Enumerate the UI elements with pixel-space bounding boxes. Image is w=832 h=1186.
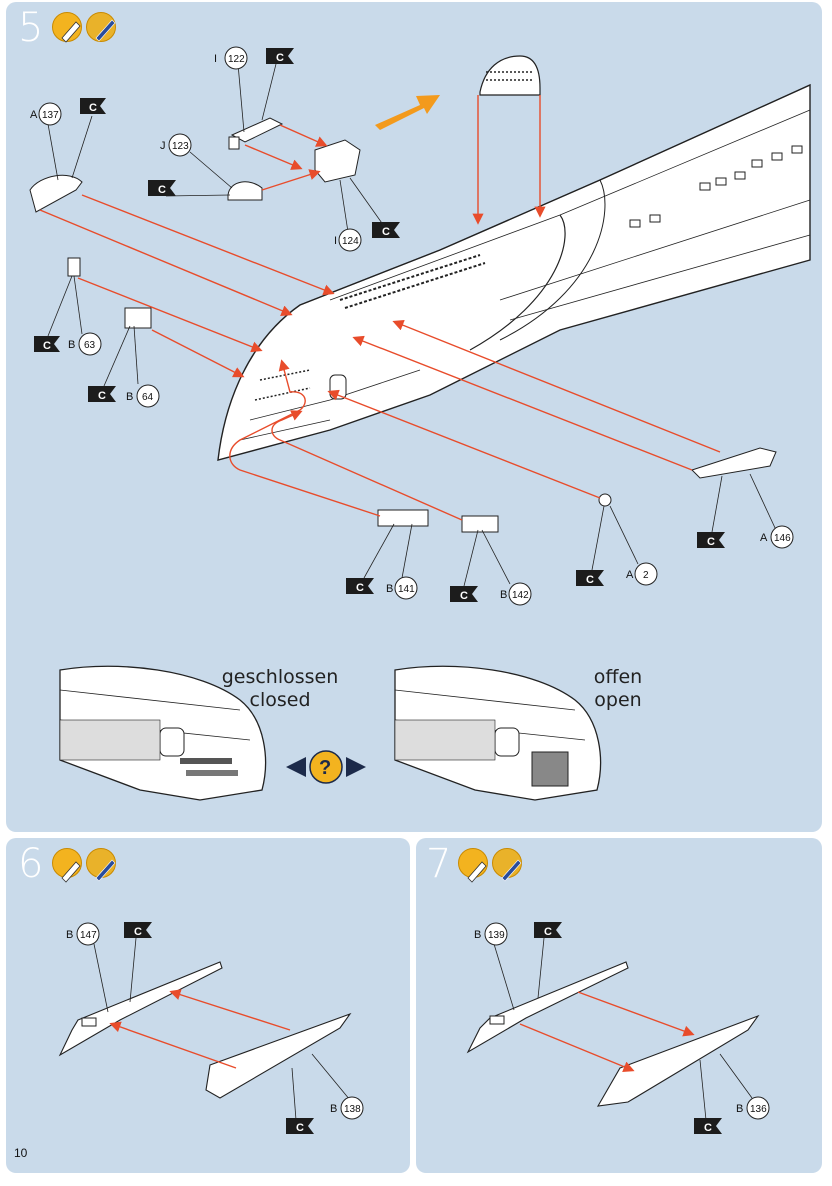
canopy-top-part — [479, 55, 541, 96]
svg-text:C: C — [89, 102, 97, 114]
part-label-a-2: A 2 — [626, 562, 658, 586]
part-sprue: B — [126, 391, 133, 403]
svg-text:C: C — [98, 390, 106, 402]
part-label-b-139: B 139 — [474, 922, 508, 946]
part-sprue: A — [30, 109, 38, 121]
part-number: 2 — [643, 570, 649, 581]
svg-text:C: C — [158, 184, 166, 196]
direction-arrow — [375, 95, 440, 130]
step-6-number: 6 — [18, 841, 44, 887]
part-label-b-63: B 63 — [68, 332, 102, 356]
part-sprue: B — [68, 339, 75, 351]
svg-text:C: C — [707, 536, 715, 548]
part-number: 141 — [398, 584, 415, 595]
part-number: 136 — [750, 1104, 767, 1115]
part-number: 63 — [84, 340, 96, 351]
part-label-j-123: J 123 — [160, 133, 192, 157]
part-number: 138 — [344, 1104, 361, 1115]
open-caption: offen open — [568, 666, 668, 712]
part-number: 137 — [42, 110, 59, 121]
part-number: 146 — [774, 533, 791, 544]
closed-label-de: geschlossen — [221, 666, 339, 688]
closed-label-en: closed — [249, 689, 311, 711]
part-sprue: B — [474, 929, 481, 941]
part-label-a-146: A 146 — [760, 525, 794, 549]
part-label-b-138: B 138 — [330, 1096, 364, 1120]
part-sprue: A — [760, 532, 768, 544]
part-sprue: J — [160, 140, 166, 152]
part-sprue: B — [736, 1103, 743, 1115]
step-5-number: 5 — [18, 5, 44, 51]
part-number: 142 — [512, 590, 529, 601]
choice-toggle: ? — [286, 750, 366, 784]
step-7-number: 7 — [426, 841, 452, 887]
part-sprue: B — [330, 1103, 337, 1115]
wing-part-139 — [466, 961, 629, 1054]
part-label-b-147: B 147 — [66, 922, 100, 946]
svg-text:C: C — [296, 1122, 304, 1134]
step-6-panel — [6, 838, 410, 1173]
open-label-de: offen — [593, 666, 643, 688]
part-number: 122 — [228, 54, 245, 65]
svg-text:C: C — [586, 574, 594, 586]
part-label-b-136: B 136 — [736, 1096, 770, 1120]
part-sprue: B — [500, 589, 507, 601]
part-label-i-122: I 122 — [214, 46, 248, 70]
part-label-b-142: B 142 — [500, 582, 532, 606]
svg-text:C: C — [704, 1122, 712, 1134]
page-number: 10 — [14, 1146, 28, 1160]
fuselage — [217, 83, 811, 461]
wing-part-138 — [205, 1012, 352, 1099]
closed-hatch-illustration — [59, 665, 267, 801]
open-hatch-illustration — [394, 665, 602, 801]
svg-text:C: C — [276, 52, 284, 64]
closed-caption: geschlossen closed — [210, 666, 350, 712]
part-number: 147 — [80, 930, 97, 941]
part-sprue: A — [626, 569, 634, 581]
part-sprue: B — [386, 583, 393, 595]
part-label-a-137: A 137 — [30, 102, 62, 126]
part-number: 64 — [142, 392, 154, 403]
part-sprue: B — [66, 929, 73, 941]
svg-text:C: C — [460, 590, 468, 602]
wing-part-136 — [596, 1014, 760, 1107]
svg-text:C: C — [43, 340, 51, 352]
svg-text:C: C — [382, 226, 390, 238]
part-sprue: I — [334, 235, 337, 247]
part-label-b-64: B 64 — [126, 384, 160, 408]
svg-text:C: C — [544, 926, 552, 938]
part-sprue: I — [214, 53, 217, 65]
part-number: 124 — [342, 236, 359, 247]
part-label-i-124: I 124 — [334, 228, 362, 252]
part-number: 123 — [172, 141, 189, 152]
wing-part-147 — [58, 961, 223, 1057]
choice-symbol: ? — [319, 757, 331, 779]
part-number: 139 — [488, 930, 505, 941]
svg-text:C: C — [356, 582, 364, 594]
svg-text:C: C — [134, 926, 142, 938]
part-label-b-141: B 141 — [386, 576, 418, 600]
open-label-en: open — [594, 689, 642, 711]
